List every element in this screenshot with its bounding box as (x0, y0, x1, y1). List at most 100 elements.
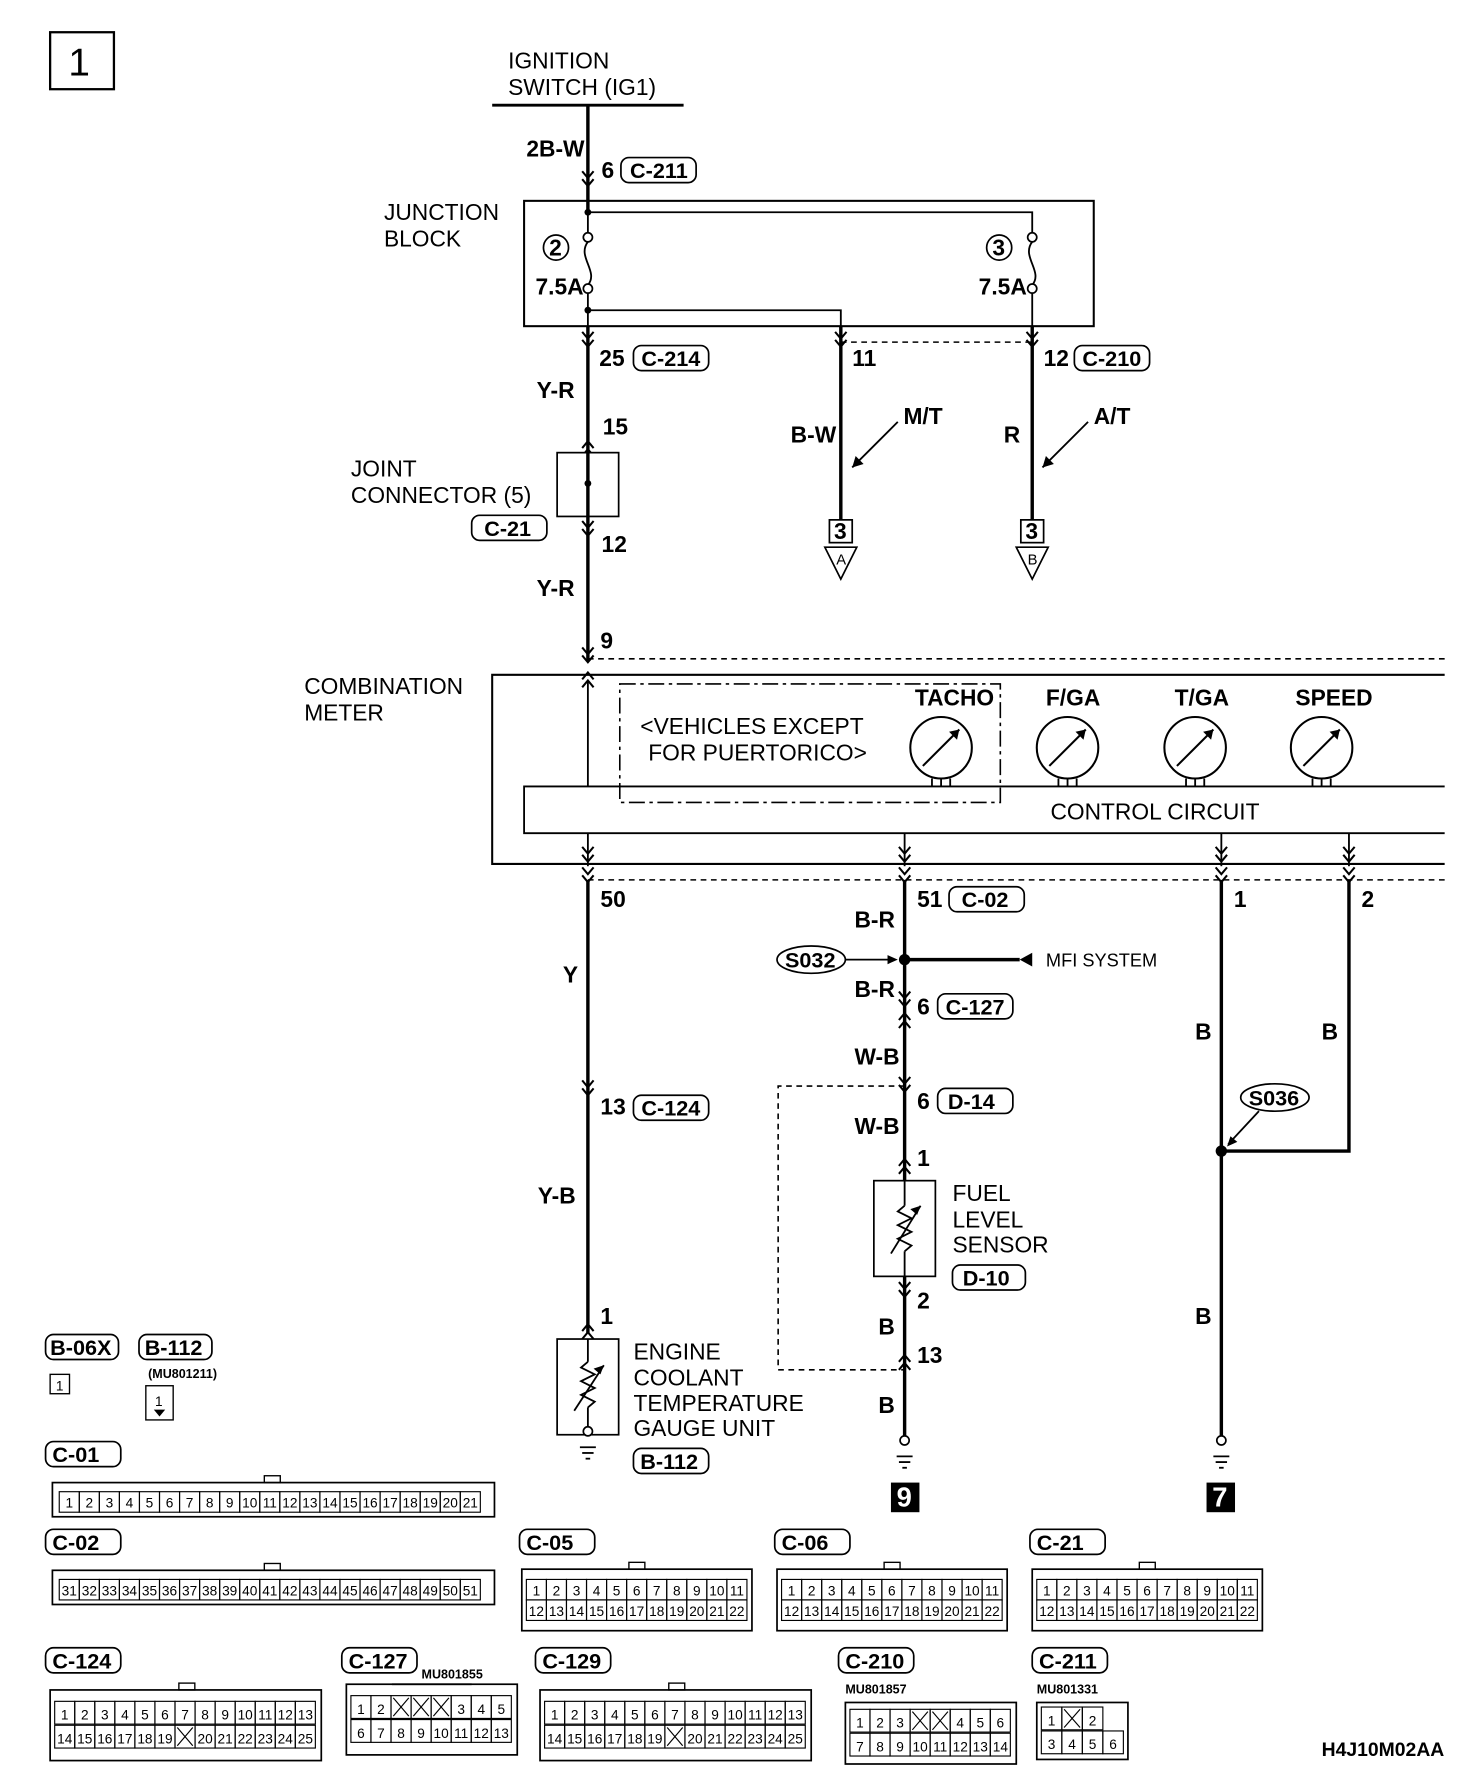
connector-code-c21: C-21 (484, 516, 531, 541)
junction-label-2: BLOCK (384, 225, 461, 251)
connector-c129-pin: 25 (788, 1731, 804, 1746)
legend-b112-pin: 1 (155, 1394, 163, 1409)
connector-c01-pin: 15 (342, 1496, 358, 1511)
connector-c05-pin: 5 (613, 1583, 621, 1598)
gauge-speed: SPEED (1289, 685, 1373, 787)
connector-c211-code-box (1031, 1646, 1109, 1674)
wire-label-yb: Y-B (538, 1182, 576, 1208)
connector-c05-pin: 10 (709, 1583, 725, 1598)
vehicle-note-2: FOR PUERTORICO> (648, 739, 867, 765)
connector-c127-pin: 5 (497, 1702, 505, 1717)
connector-c129-pin: 22 (727, 1731, 742, 1746)
connector-c127-pin: 2 (377, 1702, 385, 1717)
connector-c05-pin: 8 (673, 1583, 681, 1598)
at-pointer-head (1042, 456, 1054, 468)
wire-label-yr: Y-R (537, 377, 575, 403)
connector-c210-housing (844, 1701, 1018, 1765)
connector-c06-label: C-06 (782, 1530, 829, 1555)
connector-c129-pin: 10 (727, 1708, 743, 1723)
connector-c210-pin: 5 (976, 1716, 984, 1731)
ground-terminal (899, 1435, 911, 1446)
connector-c129-label: C-129 (542, 1648, 601, 1673)
connector-c124-pin: 9 (221, 1708, 229, 1723)
wire-label-b-2: B (878, 1392, 894, 1418)
junction-bus-top (587, 211, 1034, 233)
connector-c05-pin: 22 (729, 1604, 744, 1619)
connector-c06-pin: 19 (924, 1604, 939, 1619)
coolant-label-3: TEMPERATURE (633, 1390, 803, 1416)
splice-pointer-head (887, 955, 898, 965)
at-pointer (1041, 421, 1089, 469)
connector-c124-pin: 10 (238, 1708, 254, 1723)
mt-pointer (851, 421, 899, 469)
connector-c21-latch (1138, 1561, 1156, 1570)
coolant-label-2: COOLANT (633, 1365, 743, 1391)
connector-c01-pin: 1 (65, 1496, 73, 1511)
connector-c124-cell (294, 1724, 316, 1749)
connector-c21-pin: 7 (1163, 1583, 1171, 1598)
wire-label-b-3: B (1195, 1018, 1211, 1044)
connector-c21-pin: 2 (1063, 1583, 1071, 1598)
fuse-right-element (1028, 241, 1037, 286)
fuse-left-number: 2 (549, 235, 562, 261)
connector-c211-pin: 3 (1048, 1737, 1056, 1752)
connector-c01-code-box (44, 1440, 122, 1468)
splice-s036: S036 (1249, 1085, 1300, 1110)
code-box-c124 (632, 1094, 710, 1122)
connector-c05-pin: 15 (589, 1604, 605, 1619)
connector-c05-pin: 1 (533, 1583, 541, 1598)
connector-c01-pin: 11 (263, 1496, 277, 1511)
junction-label-1: JUNCTION (384, 199, 499, 225)
connector-c02-label: C-02 (52, 1530, 99, 1555)
connector-c05-pin: 12 (529, 1604, 544, 1619)
connector-c02-pin: 37 (182, 1583, 197, 1598)
connector-c127-pin: 12 (474, 1726, 489, 1741)
connector-c124-pin: 20 (197, 1731, 213, 1746)
connector-c129-pin: 6 (651, 1708, 659, 1723)
connector-c05-pin: 19 (669, 1604, 684, 1619)
connector-c21-pin: 9 (1203, 1583, 1211, 1598)
splice-pointer-head (1227, 1136, 1238, 1147)
connector-code-d10: D-10 (963, 1265, 1010, 1290)
connector-c210-blank-cell (931, 1711, 949, 1731)
connector-c124-pin: 21 (218, 1731, 233, 1746)
gauge-tacho: TACHO (909, 685, 994, 787)
connector-c06-pin: 22 (985, 1604, 1000, 1619)
connector-c06-pin: 2 (808, 1583, 816, 1598)
connector-c21-pin: 20 (1200, 1604, 1216, 1619)
connector-c210-pin: 1 (856, 1716, 864, 1731)
connector-c129-pin: 2 (571, 1708, 579, 1723)
connector-c124-code-box (44, 1646, 122, 1674)
sensor-resistor (579, 1361, 597, 1409)
wire-label-2bw: 2B-W (526, 135, 585, 161)
connector-c211-pin: 1 (1048, 1713, 1056, 1728)
connector-c211-pin: 4 (1068, 1737, 1076, 1752)
connector-c124-pin: 18 (137, 1731, 152, 1746)
connector-c124-pin: 7 (181, 1708, 189, 1723)
joint-connector-label-1: JOINT (351, 456, 417, 482)
connector-c06-pin: 15 (844, 1604, 860, 1619)
connector-c06-pin: 13 (804, 1604, 819, 1619)
connector-c02-pin: 47 (383, 1583, 398, 1598)
mt-pointer-head (852, 456, 864, 468)
code-box-d10 (951, 1264, 1027, 1291)
connector-c127-pin: 11 (454, 1726, 468, 1741)
connector-c210-pin: 6 (997, 1716, 1005, 1731)
fuse-left-element (583, 241, 593, 286)
connector-c02-pin: 39 (222, 1583, 237, 1598)
connector-c211-cell (1102, 1730, 1124, 1755)
connector-c124-pin: 19 (157, 1731, 172, 1746)
code-box-c214 (632, 344, 710, 372)
connector-c06-pin: 7 (908, 1583, 916, 1598)
connector-c21-pin: 5 (1123, 1583, 1131, 1598)
connector-c129-cell (784, 1700, 806, 1725)
page-ref-letter-a: A (836, 552, 846, 568)
connector-c21-pin: 21 (1220, 1604, 1235, 1619)
pin-label: 1 (1234, 886, 1247, 912)
pin-label: 6 (917, 993, 930, 1019)
fuel-sensor-label-3: SENSOR (952, 1231, 1048, 1257)
connector-c21-pin: 15 (1099, 1604, 1115, 1619)
connector-c124-pin: 6 (161, 1708, 169, 1723)
fuse-left-rating: 7.5A (535, 273, 583, 299)
